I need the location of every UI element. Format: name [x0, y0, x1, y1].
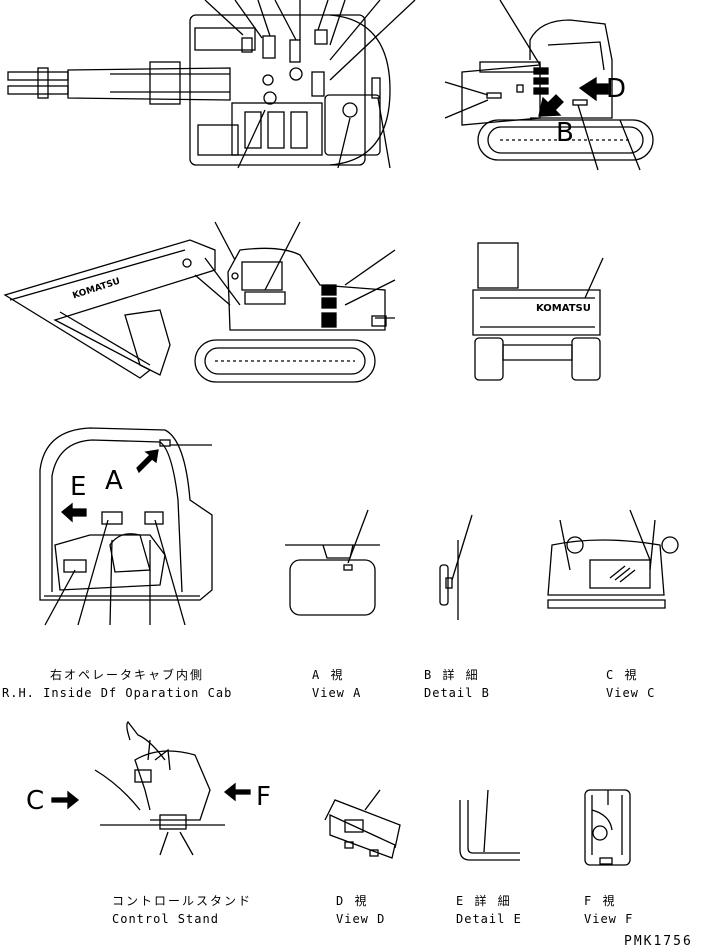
view-a-drawing	[285, 509, 380, 616]
arrow-label-e: E	[70, 472, 87, 502]
caption-view-c-en: View C	[606, 686, 656, 700]
control-stand-drawing	[51, 721, 251, 856]
caption-cab-inside-jp: 右オペレータキャブ内側	[50, 668, 205, 682]
arrow-label-f: F	[256, 782, 271, 812]
caption-detail-e-en: Detail E	[456, 912, 522, 926]
caption-view-f-en: View F	[584, 912, 634, 926]
excavator-top-view	[7, 0, 416, 169]
view-f-drawing	[584, 789, 631, 866]
caption-view-d-en: View D	[336, 912, 386, 926]
caption-detail-b-en: Detail B	[424, 686, 490, 700]
caption-control-stand-jp: コントロールスタンド	[112, 894, 253, 908]
arrow-label-d: D	[606, 74, 627, 104]
caption-view-a-en: View A	[312, 686, 362, 700]
arrow-label-c: C	[26, 786, 45, 816]
caption-detail-b-jp: B 詳 細	[424, 668, 480, 682]
caption-cab-inside-en: R.H. Inside Df Oparation Cab	[2, 686, 233, 700]
cab-inside-view	[39, 427, 213, 626]
drawing-code: PMK1756	[624, 934, 693, 949]
excavator-rear-view	[472, 242, 604, 381]
caption-view-c-jp: C 視	[606, 668, 639, 682]
caption-detail-e-jp: E 詳 細	[456, 894, 512, 908]
view-c-drawing	[547, 509, 679, 609]
caption-view-a-jp: A 視	[312, 668, 345, 682]
caption-control-stand-en: Control Stand	[112, 912, 219, 926]
excavator-side-small	[444, 0, 654, 171]
caption-view-f-jp: F 視	[584, 894, 617, 908]
caption-view-d-jp: D 視	[336, 894, 369, 908]
view-d-drawing	[324, 789, 401, 859]
excavator-side-view	[3, 221, 396, 383]
detail-e-drawing	[459, 789, 520, 861]
arrow-label-b: B	[556, 118, 574, 148]
arrow-label-a: A	[105, 466, 123, 496]
komatsu-logo-rear: KOMATSU	[536, 303, 591, 314]
detail-b-drawing	[439, 514, 473, 620]
